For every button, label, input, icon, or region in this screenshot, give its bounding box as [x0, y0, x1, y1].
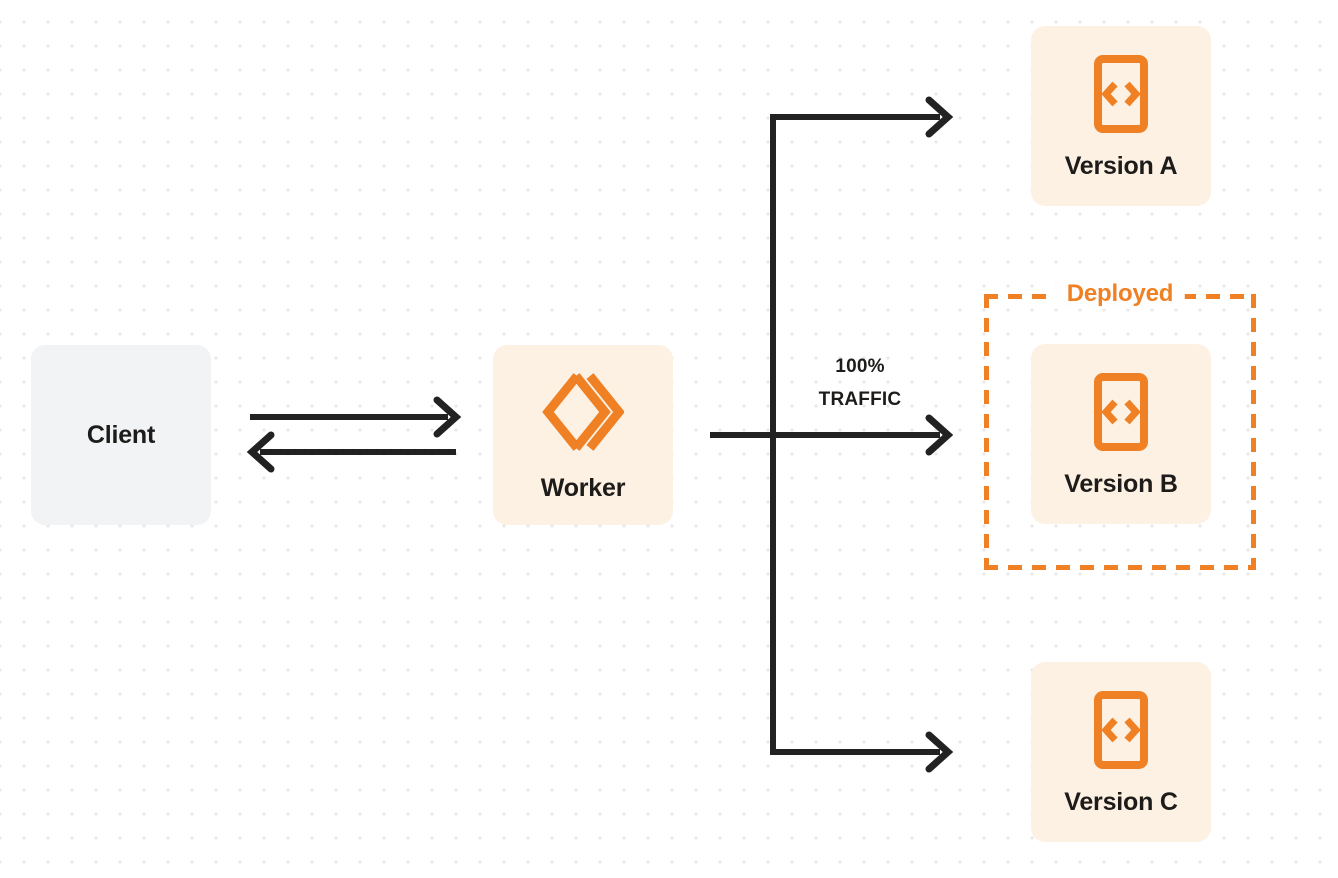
edge-worker-fanout [710, 96, 954, 773]
deployed-border-right [1251, 294, 1256, 570]
node-version-c[interactable]: Version C [1031, 662, 1211, 842]
deployed-border-top-right [1182, 294, 1256, 299]
node-version-b-label: Version B [1064, 469, 1178, 498]
edge-worker-to-client [246, 431, 456, 473]
node-worker[interactable]: Worker [493, 345, 673, 525]
node-client[interactable]: Client [31, 345, 211, 525]
code-file-icon [1093, 690, 1149, 770]
code-file-icon [1093, 54, 1149, 134]
cloudflare-workers-logo-icon [542, 370, 625, 454]
node-version-c-label: Version C [1064, 787, 1178, 816]
code-file-icon [1093, 372, 1149, 452]
traffic-label: 100% TRAFFIC [790, 350, 930, 416]
node-version-a-label: Version A [1064, 151, 1178, 180]
deployed-group-label: Deployed [1054, 279, 1186, 309]
edge-client-to-worker [250, 396, 462, 438]
deployed-group: Deployed [984, 279, 1256, 570]
deployed-border-top-left [984, 294, 1058, 299]
traffic-caption: TRAFFIC [818, 389, 902, 410]
deployed-border-bottom [984, 565, 1256, 570]
node-client-label: Client [86, 420, 156, 449]
node-worker-label: Worker [540, 473, 626, 502]
node-version-a[interactable]: Version A [1031, 26, 1211, 206]
node-version-b[interactable]: Version B [1031, 344, 1211, 524]
traffic-percent: 100% [835, 356, 885, 377]
deployed-border-left [984, 294, 989, 570]
